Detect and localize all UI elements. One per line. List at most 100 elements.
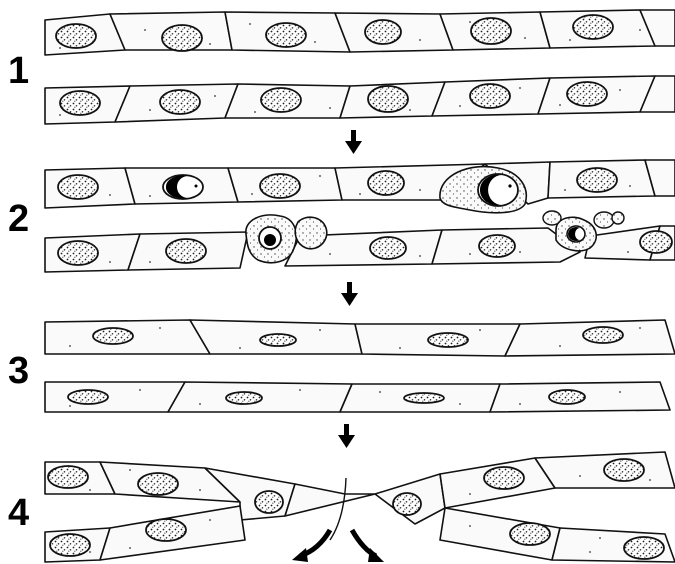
cytoplasm-dot <box>239 347 241 349</box>
cytoplasm-dot <box>69 405 71 407</box>
cytoplasm-dot <box>139 389 141 391</box>
nucleus <box>48 466 88 488</box>
cytoplasm-dot <box>409 109 411 111</box>
nucleus <box>370 237 406 259</box>
nucleus <box>573 15 613 39</box>
nucleus <box>510 523 550 545</box>
nucleus <box>624 537 664 559</box>
cytoplasm-dot <box>459 403 461 405</box>
stage-3-flattened-endothelium <box>45 320 675 412</box>
nucleus <box>368 171 404 195</box>
cytoplasm-dot <box>129 547 131 549</box>
nucleus <box>226 392 262 404</box>
nucleus <box>567 82 607 106</box>
cytoplasm-dot <box>249 23 251 25</box>
arrow-down-icon <box>341 282 358 306</box>
nucleus <box>255 491 283 513</box>
cytoplasm-dot <box>109 194 111 196</box>
cytoplasm-dot <box>519 403 521 405</box>
cytoplasm-dot <box>619 89 621 91</box>
cytoplasm-dot <box>329 253 331 255</box>
cytoplasm-dot <box>209 43 211 45</box>
cytoplasm-dot <box>419 255 421 257</box>
cytoplasm-dot <box>254 111 256 113</box>
nucleus <box>162 25 202 51</box>
cytoplasm-dot <box>469 493 471 495</box>
cytoplasm-dot <box>419 39 421 41</box>
nucleus <box>68 390 108 404</box>
nucleus <box>56 24 96 48</box>
cytoplasm-dot <box>569 39 571 41</box>
cytoplasm-dot <box>479 329 481 331</box>
nucleus <box>58 175 98 199</box>
cytoplasm-dot <box>639 327 641 329</box>
nucleus <box>428 333 468 347</box>
cytoplasm-dot <box>519 87 521 89</box>
cytoplasm-dot <box>251 193 253 195</box>
cytoplasm-dot <box>299 389 301 391</box>
stage-1-intact-endothelium <box>45 10 675 124</box>
cytoplasm-dot <box>629 185 631 187</box>
cytoplasm-dot <box>199 489 201 491</box>
cytoplasm-dot <box>469 525 471 527</box>
cytoplasm-dot <box>129 469 131 471</box>
cytoplasm-dot <box>59 114 61 116</box>
nucleus <box>146 519 186 541</box>
cytoplasm-dot <box>59 47 61 49</box>
cytoplasm-dot <box>524 37 526 39</box>
nucleus <box>549 390 585 404</box>
cytoplasm-dot <box>469 253 471 255</box>
cytoplasm-dot <box>399 347 401 349</box>
cytoplasm-dot <box>314 41 316 43</box>
nucleus <box>583 327 623 343</box>
cytoplasm-dot <box>209 519 211 521</box>
nucleus <box>93 328 133 344</box>
nucleus <box>160 90 200 114</box>
arrow-down-icon <box>338 424 355 448</box>
cytoplasm-dot <box>564 189 566 191</box>
cytoplasm-dot <box>619 391 621 393</box>
stage-2-leukocyte-infiltration <box>45 160 675 272</box>
nucleus <box>393 493 421 515</box>
cytoplasm-dot <box>89 489 91 491</box>
cytoplasm-dot <box>69 345 71 347</box>
cytoplasm-dot <box>319 329 321 331</box>
cytoplasm-dot <box>89 551 91 553</box>
nucleus <box>166 239 206 263</box>
cytoplasm-dot <box>419 189 421 191</box>
cytoplasm-dot <box>149 195 151 197</box>
cytoplasm-dot <box>639 29 641 31</box>
cytoplasm-dot <box>579 475 581 477</box>
cell <box>285 484 375 516</box>
lymphocyte <box>163 175 203 199</box>
cytoplasm-dot <box>559 104 561 106</box>
cytoplasm-dot <box>214 95 216 97</box>
cytoplasm-dot <box>559 345 561 347</box>
cytoplasm-dot <box>359 193 361 195</box>
cytoplasm-dot <box>379 391 381 393</box>
cytoplasm-dot <box>149 261 151 263</box>
nucleus <box>50 534 90 556</box>
cytoplasm-dot <box>649 479 651 481</box>
nucleus <box>261 88 301 112</box>
nucleus <box>484 467 524 489</box>
nucleus <box>471 18 511 44</box>
curved-arrow-right-icon <box>352 530 384 562</box>
nucleus <box>60 91 100 115</box>
nucleus <box>404 393 444 403</box>
cytoplasm-dot <box>199 403 201 405</box>
cell <box>45 382 185 412</box>
nucleus <box>266 23 306 47</box>
cytoplasm-dot <box>519 251 521 253</box>
cytoplasm-dot <box>159 327 161 329</box>
curved-arrow-left-icon <box>292 530 330 562</box>
cytoplasm-dot <box>459 105 461 107</box>
nucleus <box>260 174 300 198</box>
stage-4-vessel-constriction <box>45 452 675 562</box>
nucleus <box>365 20 401 44</box>
nucleus <box>479 235 515 257</box>
nucleus <box>640 231 672 253</box>
cytoplasm-dot <box>329 107 331 109</box>
